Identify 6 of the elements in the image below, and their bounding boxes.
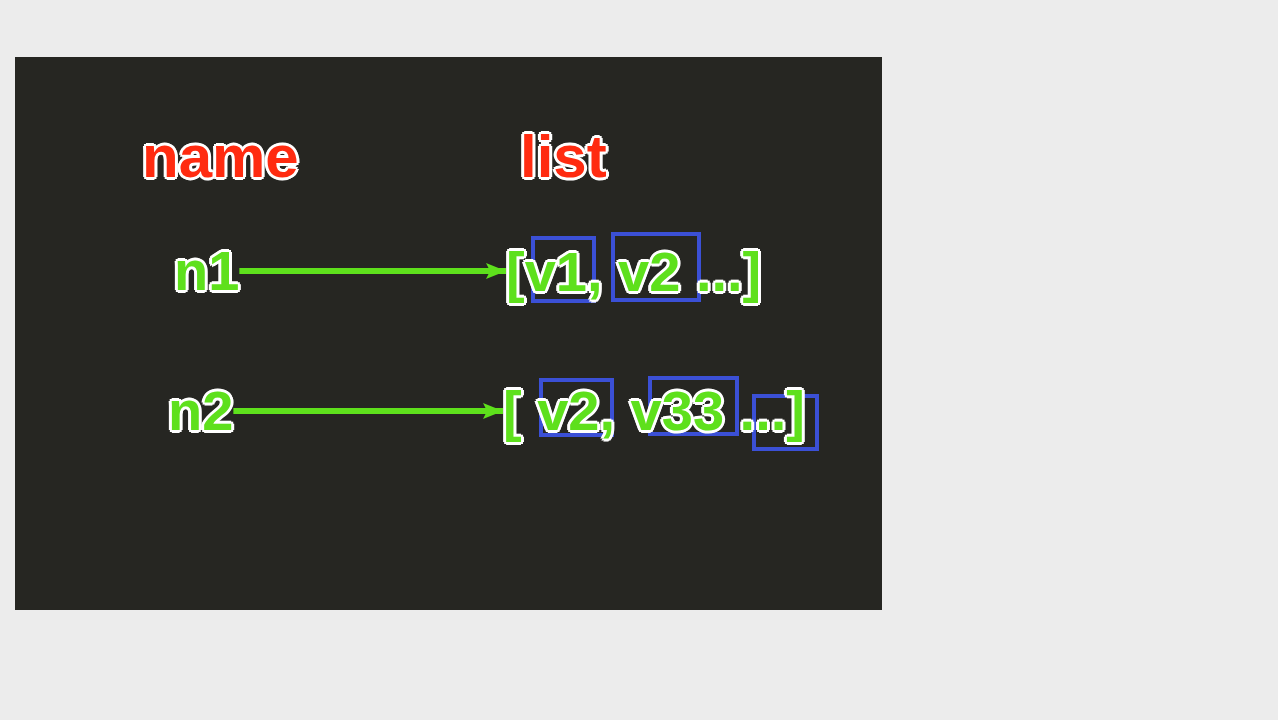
arrow [239, 263, 506, 279]
key-text: n2 [168, 383, 234, 439]
arrow [233, 403, 503, 419]
column-heading: name [142, 127, 299, 187]
column-heading: list [520, 127, 607, 187]
key-text: n1 [174, 243, 240, 299]
